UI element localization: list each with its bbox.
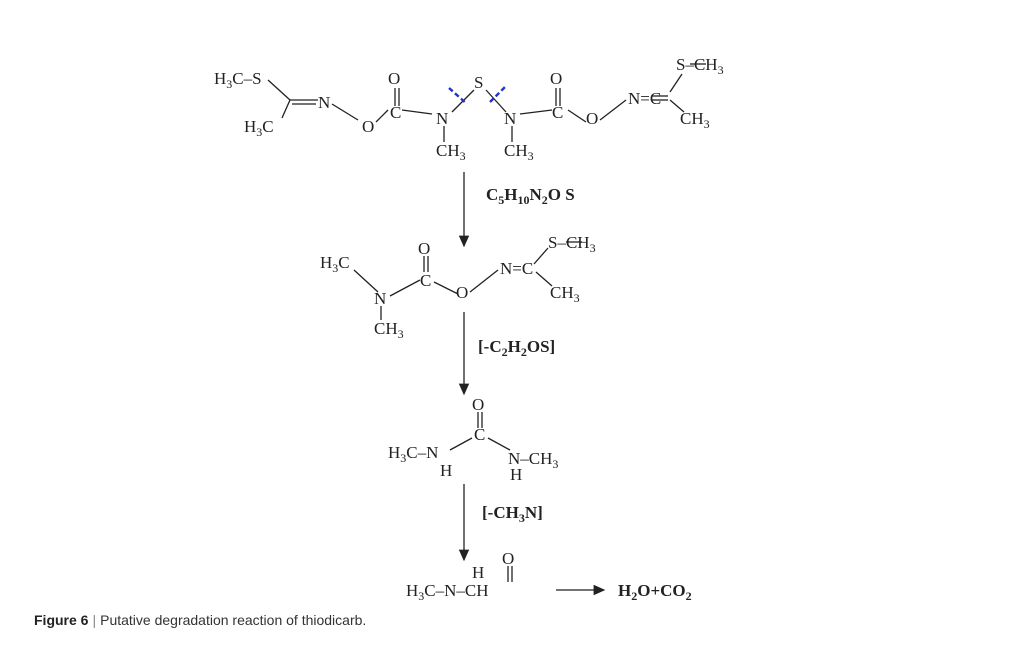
svg-text:O: O <box>418 239 430 258</box>
svg-text:CH3: CH3 <box>680 109 710 131</box>
reagent-step3: [-CH3N] <box>482 503 543 525</box>
figure-caption: Figure 6|Putative degradation reaction o… <box>34 612 366 628</box>
svg-text:C: C <box>474 425 485 444</box>
svg-text:N=C: N=C <box>500 259 533 278</box>
cleavage-marks <box>448 85 507 105</box>
intermediate-2-labels: O C H3C–N H N–CH3 H <box>388 395 558 484</box>
reagent-step2: [-C2H2OS] <box>478 337 555 359</box>
final-product-labels: H O H3C–N–CH <box>406 549 514 603</box>
svg-text:H: H <box>472 563 484 582</box>
svg-text:CH3: CH3 <box>436 141 466 163</box>
svg-text:O: O <box>362 117 374 136</box>
intermediate-1-labels: H3C N CH3 O C O N=C S–CH3 CH3 <box>320 233 596 341</box>
thiodicarb-structure <box>267 63 706 142</box>
svg-text:H: H <box>510 465 522 484</box>
svg-text:S–CH3: S–CH3 <box>548 233 596 255</box>
svg-text:H3C: H3C <box>244 117 274 139</box>
svg-text:N: N <box>436 109 448 128</box>
svg-text:O: O <box>456 283 468 302</box>
svg-text:O: O <box>586 109 598 128</box>
svg-text:N=C: N=C <box>628 89 661 108</box>
svg-text:CH3: CH3 <box>550 283 580 305</box>
svg-text:CH3: CH3 <box>374 319 404 341</box>
caption-text: Putative degradation reaction of thiodic… <box>100 612 367 628</box>
svg-text:S: S <box>474 73 483 92</box>
svg-text:S–CH3: S–CH3 <box>676 55 724 77</box>
svg-text:H3C: H3C <box>320 253 350 275</box>
figure-label: Figure 6 <box>34 612 89 628</box>
svg-text:H3C–N: H3C–N <box>388 443 438 465</box>
svg-text:H3C–N–CH: H3C–N–CH <box>406 581 489 603</box>
atom-h3c-s-left: H3C–S <box>214 69 262 91</box>
svg-text:C: C <box>552 103 563 122</box>
svg-text:N–CH3: N–CH3 <box>508 449 558 471</box>
final-product-structure <box>507 566 513 582</box>
svg-text:CH3: CH3 <box>504 141 534 163</box>
intermediate-1-structure <box>353 241 582 320</box>
intermediate-2-structure <box>449 412 511 451</box>
svg-text:C: C <box>390 103 401 122</box>
caption-separator: | <box>92 612 97 628</box>
svg-text:O: O <box>472 395 484 414</box>
svg-text:O: O <box>502 549 514 568</box>
svg-text:H: H <box>440 461 452 480</box>
svg-text:N: N <box>504 109 516 128</box>
svg-text:C: C <box>420 271 431 290</box>
svg-text:N: N <box>374 289 386 308</box>
svg-text:N: N <box>318 93 330 112</box>
thiodicarb-labels: H3C–S H3C N O O C N CH3 S N CH3 O C O N=… <box>214 55 724 163</box>
svg-text:O: O <box>550 69 562 88</box>
svg-text:O: O <box>388 69 400 88</box>
reagent-step1: C5H10N2O S <box>486 185 575 207</box>
final-products: H2O+CO2 <box>618 581 692 603</box>
